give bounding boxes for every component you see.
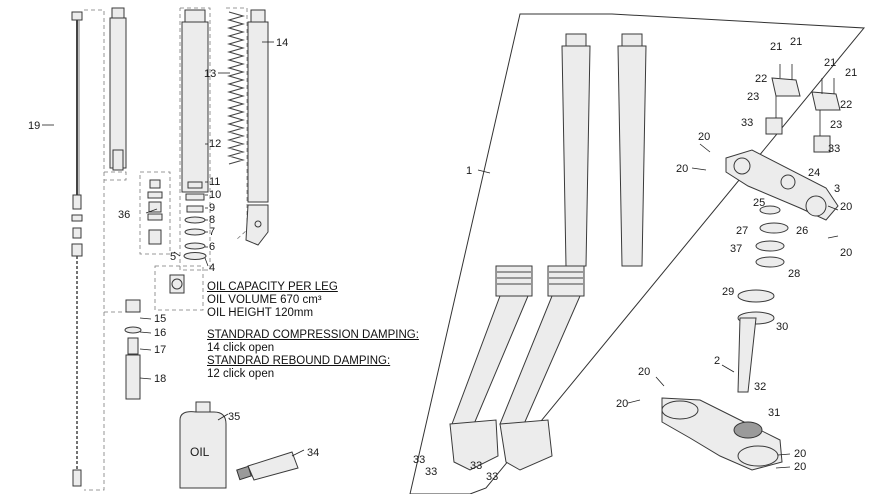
callout-15: 15: [154, 313, 166, 325]
callout-numbers: 19 36 15 16 17 18 12 11 10 9 8 7 6 4 5 1…: [28, 36, 857, 483]
grease-tube-part-34: [236, 451, 299, 481]
callout-36: 36: [118, 209, 130, 221]
cartridge-tube: [104, 7, 127, 181]
callout-4: 4: [209, 262, 215, 274]
oil-bottle-part-35: [179, 401, 227, 489]
callout-3: 3: [834, 183, 840, 195]
callout-20-h: 20: [794, 461, 806, 473]
callout-leaders: [42, 41, 839, 469]
callout-26: 26: [796, 225, 808, 237]
upper-triple-clamp-part-3: [725, 149, 839, 221]
callout-34: 34: [307, 447, 319, 459]
callout-20-c: 20: [840, 201, 852, 213]
callout-13: 13: [204, 68, 216, 80]
compression-damping-heading: STANDRAD COMPRESSION DAMPING:: [207, 329, 419, 341]
callout-33-d: 33: [486, 471, 498, 483]
callout-11: 11: [209, 176, 220, 188]
callout-33-b: 33: [425, 466, 437, 478]
callout-1: 1: [466, 165, 472, 177]
callout-24: 24: [808, 167, 820, 179]
cartridge-rod-part-19: [71, 11, 83, 487]
handlebar-clamps-part-22: [765, 64, 841, 153]
callout-29: 29: [722, 286, 734, 298]
lower-valve-parts: [104, 265, 204, 400]
callout-2: 2: [714, 355, 720, 367]
rebound-damping-value: 12 click open: [207, 368, 275, 380]
callout-19: 19: [28, 120, 40, 132]
callout-28: 28: [788, 268, 800, 280]
specification-notes: OIL CAPACITY PER LEG OIL VOLUME 670 cm³ …: [207, 281, 419, 381]
oil-bottle-label: OIL: [190, 445, 210, 459]
valve-assembly-part-36: [139, 171, 171, 255]
callout-33-c: 33: [470, 460, 482, 472]
callout-35: 35: [228, 411, 240, 423]
oil-capacity-heading: OIL CAPACITY PER LEG: [207, 281, 338, 293]
callout-12: 12: [209, 138, 221, 150]
callout-6: 6: [209, 241, 215, 253]
lower-triple-clamp-part-2: [661, 317, 783, 471]
callout-25: 25: [753, 197, 765, 209]
callout-32: 32: [754, 381, 766, 393]
damper-tube-part-12: [179, 7, 211, 271]
callout-9: 9: [209, 202, 215, 214]
callout-20-b: 20: [676, 163, 688, 175]
callout-23-a: 23: [747, 91, 759, 103]
callout-23-b: 23: [830, 119, 842, 131]
callout-21-b: 21: [790, 36, 802, 48]
callout-20-d: 20: [840, 247, 852, 259]
callout-30: 30: [776, 321, 788, 333]
callout-7: 7: [209, 226, 215, 238]
callout-20-e: 20: [638, 366, 650, 378]
callout-27: 27: [736, 225, 748, 237]
callout-37: 37: [730, 243, 742, 255]
fork-spring-part-13: [226, 7, 248, 241]
callout-33-e: 33: [741, 117, 753, 129]
callout-18: 18: [154, 373, 166, 385]
bearing-stack: [737, 205, 789, 325]
callout-33-a: 33: [413, 454, 425, 466]
callout-20-a: 20: [698, 131, 710, 143]
oil-height: OIL HEIGHT 120mm: [207, 307, 314, 319]
callout-20-g: 20: [794, 448, 806, 460]
callout-21-c: 21: [824, 57, 836, 69]
callout-10: 10: [209, 189, 221, 201]
callout-8: 8: [209, 214, 215, 226]
compression-damping-value: 14 click open: [207, 342, 275, 354]
rebound-damping-heading: STANDRAD REBOUND DAMPING:: [207, 355, 391, 367]
callout-14: 14: [276, 37, 288, 49]
callout-20-f: 20: [616, 398, 628, 410]
callout-33-f: 33: [828, 143, 840, 155]
callout-17: 17: [154, 344, 166, 356]
callout-21-d: 21: [845, 67, 857, 79]
callout-16: 16: [154, 327, 166, 339]
outer-sleeve-part-14: [245, 9, 269, 246]
oil-volume: OIL VOLUME 670 cm³: [207, 294, 322, 306]
callout-31: 31: [768, 407, 780, 419]
callout-5: 5: [170, 251, 176, 263]
callout-22-a: 22: [755, 73, 767, 85]
callout-22-b: 22: [840, 99, 852, 111]
fork-assembly-part-1: [409, 13, 866, 494]
callout-21-a: 21: [770, 41, 782, 53]
